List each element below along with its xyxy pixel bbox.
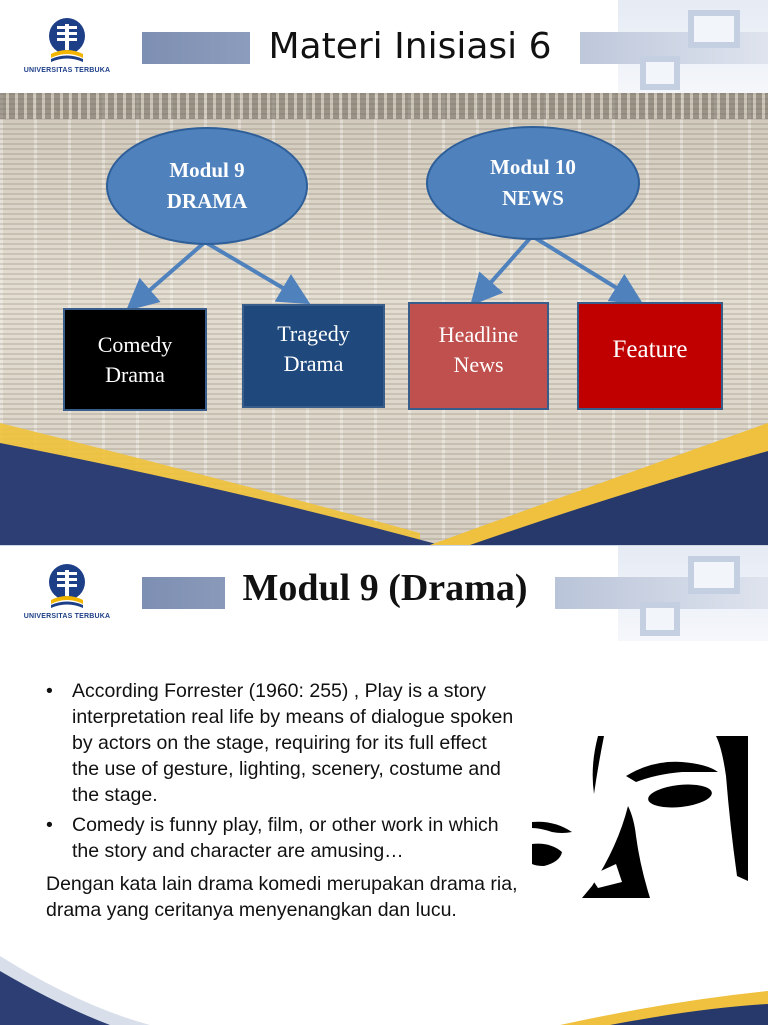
- modul-10-ellipse: Modul 10 NEWS: [426, 126, 640, 240]
- feature-box: Feature: [577, 302, 723, 410]
- ellipse-label: NEWS: [502, 186, 564, 210]
- decor-square: [688, 10, 740, 48]
- slide-2: UNIVERSITAS TERBUKA Modul 9 (Drama) Acco…: [0, 545, 768, 1025]
- box-label: Drama: [105, 361, 165, 387]
- ellipse-label: DRAMA: [166, 189, 248, 213]
- page-title: Materi Inisiasi 6: [268, 26, 552, 67]
- title-strip: [250, 28, 580, 70]
- box-label: News: [453, 352, 504, 377]
- slide-1: UNIVERSITAS TERBUKA Materi Inisiasi 6 Mo…: [0, 0, 768, 545]
- box-label: Drama: [283, 351, 344, 376]
- box-label: Feature: [612, 336, 688, 363]
- logo-text: UNIVERSITAS TERBUKA: [23, 67, 111, 74]
- decor-square: [640, 602, 680, 636]
- university-logo: UNIVERSITAS TERBUKA: [22, 16, 112, 80]
- bullet-list: According Forrester (1960: 255) , Play i…: [46, 678, 516, 868]
- drama-mask-image: [532, 736, 748, 898]
- paragraph: Dengan kata lain drama komedi merupakan …: [46, 873, 518, 921]
- list-item: Comedy is funny play, film, or other wor…: [46, 812, 516, 864]
- bottom-swoosh: [0, 956, 768, 1025]
- box-label: Comedy: [97, 331, 173, 357]
- bottom-swoosh: [0, 423, 768, 545]
- page-title: Modul 9 (Drama): [242, 567, 528, 609]
- ellipse-label: Modul 10: [490, 155, 576, 179]
- university-logo: UNIVERSITAS TERBUKA: [22, 562, 112, 626]
- logo-emblem-icon: [49, 18, 85, 62]
- newspaper-headline-texture: [0, 93, 768, 119]
- decor-square: [640, 56, 680, 90]
- logo-emblem-icon: [49, 564, 85, 608]
- decor-square: [688, 556, 740, 594]
- modul-9-ellipse: Modul 9 DRAMA: [106, 127, 308, 245]
- box-label: Tragedy: [277, 321, 350, 346]
- arrow-to-comedy: [125, 240, 207, 311]
- title-strip: [225, 570, 555, 616]
- arrow-to-feature: [530, 234, 644, 305]
- arrow-to-headline: [470, 234, 534, 306]
- connector-arrows: [125, 234, 644, 311]
- box-label: Headline: [438, 322, 519, 347]
- logo-text: UNIVERSITAS TERBUKA: [23, 613, 111, 620]
- ellipse-label: Modul 9: [169, 158, 245, 182]
- arrow-to-tragedy: [203, 240, 311, 305]
- list-item: According Forrester (1960: 255) , Play i…: [46, 678, 516, 808]
